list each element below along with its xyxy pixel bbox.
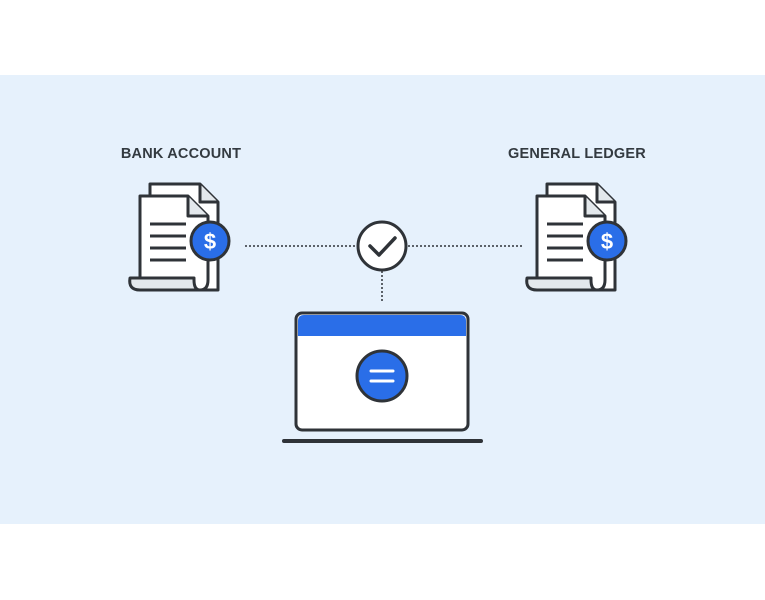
general-ledger-document-icon <box>525 182 628 292</box>
equals-icon <box>355 349 409 403</box>
check-circle-icon <box>356 220 408 272</box>
general-ledger-label: GENERAL LEDGER <box>508 146 646 162</box>
laptop-icon <box>282 311 483 443</box>
bank-account-document-icon <box>128 182 231 292</box>
bank-account-label: BANK ACCOUNT <box>120 146 242 162</box>
